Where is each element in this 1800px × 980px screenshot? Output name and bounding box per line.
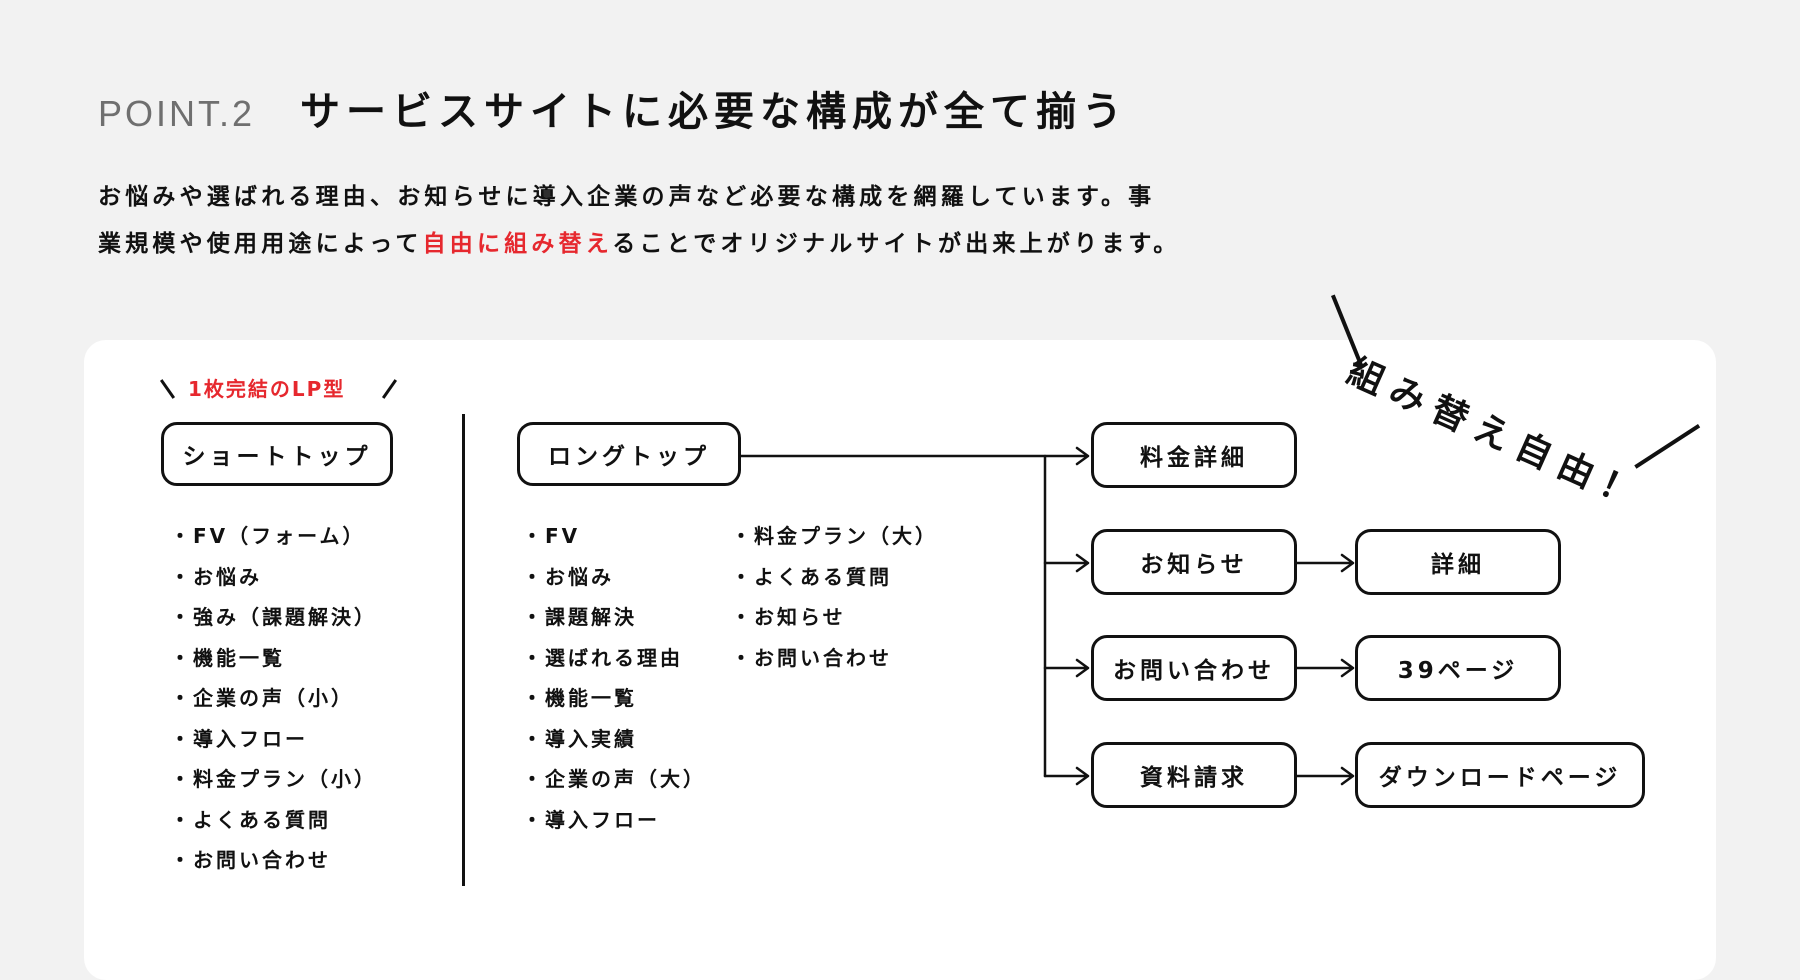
badge-slash-bottom [1634,424,1701,469]
free-rearrange-badge: 組み替え自由！ [1330,294,1790,519]
lp-tag: 1枚完結のLP型 [159,372,400,410]
list-item: 強み（課題解決） [170,597,377,638]
pricing-detail-node: 料金詳細 [1091,422,1297,488]
list-item: 導入フロー [522,800,706,841]
list-item: お問い合わせ [731,638,938,679]
list-item: お悩み [170,557,377,598]
download-page-node: ダウンロードページ [1355,742,1645,808]
lp-tag-label: 1枚完結のLP型 [188,377,346,401]
list-item: よくある質問 [170,800,377,841]
short-top-node: ショートトップ [161,422,393,486]
list-item: よくある質問 [731,557,938,598]
list-item: お知らせ [731,597,938,638]
lp-tag-slash-right [381,379,398,399]
lp-tag-slash-left [159,379,176,399]
long-top-section-list-1: FV お悩み 課題解決 選ばれる理由 機能一覧 導入実績 企業の声（大） 導入フ… [522,516,706,840]
headline: サービスサイトに必要な構成が全て揃う [300,89,1128,135]
list-item: FV [522,516,706,557]
list-item: お問い合わせ [170,840,377,881]
contact-node: お問い合わせ [1091,635,1297,701]
news-detail-node: 詳細 [1355,529,1561,595]
description-text: ることでオリジナルサイトが出来上がります。 [612,231,1181,257]
document-request-node: 資料請求 [1091,742,1297,808]
list-item: 料金プラン（大） [731,516,938,557]
point-label: POINT.2 [98,93,256,134]
list-item: 企業の声（大） [522,759,706,800]
list-item: お悩み [522,557,706,598]
news-node: お知らせ [1091,529,1297,595]
description-line-2: 業規模や使用用途によって自由に組み替えることでオリジナルサイトが出来上がります。 [98,221,1398,268]
list-item: 選ばれる理由 [522,638,706,679]
column-divider [462,414,465,886]
list-item: 企業の声（小） [170,678,377,719]
list-item: 導入フロー [170,719,377,760]
list-item: 機能一覧 [170,638,377,679]
long-top-node: ロングトップ [517,422,741,486]
list-item: 機能一覧 [522,678,706,719]
contact-next-page-node: 39ページ [1355,635,1561,701]
short-top-section-list: FV（フォーム） お悩み 強み（課題解決） 機能一覧 企業の声（小） 導入フロー… [170,516,377,881]
list-item: 導入実績 [522,719,706,760]
list-item: FV（フォーム） [170,516,377,557]
long-top-section-list-2: 料金プラン（大） よくある質問 お知らせ お問い合わせ [731,516,938,678]
description-line-1: お悩みや選ばれる理由、お知らせに導入企業の声など必要な構成を網羅しています。事 [98,184,1156,210]
list-item: 課題解決 [522,597,706,638]
description-highlight: 自由に組み替え [422,231,613,257]
description: お悩みや選ばれる理由、お知らせに導入企業の声など必要な構成を網羅しています。事 … [98,174,1398,268]
description-text: 業規模や使用用途によって [98,231,423,257]
list-item: 料金プラン（小） [170,759,377,800]
